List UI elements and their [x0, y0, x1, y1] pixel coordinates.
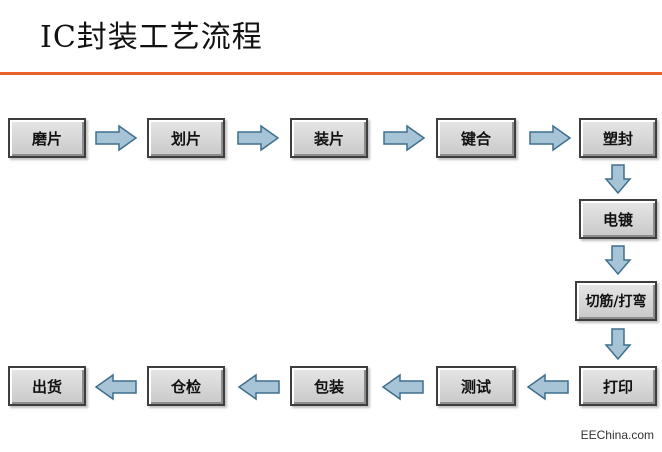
arrow-right-icon [237, 124, 280, 152]
arrow-down-icon [604, 328, 632, 361]
title-underline [0, 72, 662, 75]
arrow-left-icon [526, 373, 569, 401]
step-plating: 电镀 [579, 199, 657, 239]
step-marking: 打印 [579, 366, 657, 406]
arrow-right-icon [529, 124, 572, 152]
step-packing: 包装 [290, 366, 368, 406]
arrow-right-icon [383, 124, 426, 152]
step-die-attach: 装片 [290, 118, 368, 158]
step-dicing: 划片 [147, 118, 225, 158]
step-trim-form: 切筋/打弯 [575, 281, 657, 321]
step-testing: 测试 [436, 366, 516, 406]
step-bonding: 键合 [436, 118, 516, 158]
step-molding: 塑封 [579, 118, 657, 158]
arrow-left-icon [237, 373, 280, 401]
watermark: EEChina.com [580, 428, 654, 442]
arrow-left-icon [94, 373, 137, 401]
arrow-down-icon [604, 164, 632, 195]
arrow-right-icon [95, 124, 138, 152]
page-title: IC封装工艺流程 [40, 20, 263, 55]
step-grinding: 磨片 [8, 118, 86, 158]
step-shipping: 出货 [8, 366, 86, 406]
step-warehouse-inspection: 仓检 [147, 366, 225, 406]
arrow-left-icon [381, 373, 424, 401]
arrow-down-icon [604, 245, 632, 276]
